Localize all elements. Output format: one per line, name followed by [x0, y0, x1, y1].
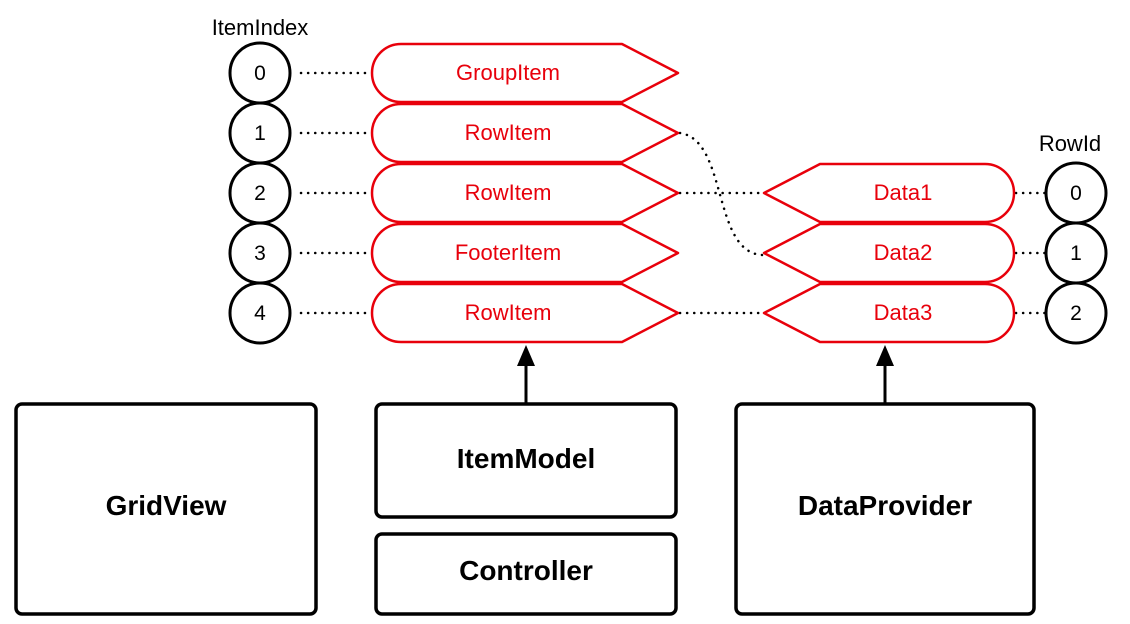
- data-tag: Data3: [762, 282, 1016, 344]
- index-connectors: [299, 71, 374, 315]
- item-index-label: 3: [254, 242, 266, 265]
- row-id-header: RowId: [1039, 131, 1101, 156]
- item-column: GroupItem RowItem RowItem FooterItem Row…: [370, 42, 680, 344]
- arrow-head-icon: [876, 345, 894, 366]
- item-index-circle: 4: [228, 281, 292, 345]
- item-data-connector: [678, 131, 764, 257]
- row-item-tag: RowItem: [370, 162, 680, 224]
- footer-item-tag: FooterItem: [370, 222, 680, 284]
- data-tag: Data1: [762, 162, 1016, 224]
- item-tag-label: GroupItem: [456, 60, 560, 85]
- item-tag-label: RowItem: [465, 180, 552, 205]
- item-index-label: 2: [254, 182, 266, 205]
- item-index-label: 0: [254, 62, 266, 85]
- grid-view-box: GridView: [14, 402, 318, 616]
- controller-label: Controller: [459, 555, 593, 586]
- item-index-circle: 3: [228, 221, 292, 285]
- row-id-circle: 1: [1044, 221, 1108, 285]
- data-tag-label: Data2: [874, 240, 933, 265]
- data-tag-label: Data1: [874, 180, 933, 205]
- grid-view-label: GridView: [106, 490, 227, 521]
- item-tag-label: FooterItem: [455, 240, 561, 265]
- item-index-circle: 0: [228, 41, 292, 105]
- item-tag-label: RowItem: [465, 120, 552, 145]
- data-provider-arrow: [876, 345, 894, 404]
- row-item-tag: RowItem: [370, 102, 680, 164]
- item-data-connectors: [678, 131, 764, 315]
- group-item-tag: GroupItem: [370, 42, 680, 104]
- item-model-label: ItemModel: [457, 443, 595, 474]
- item-index-label: 1: [254, 122, 266, 145]
- item-index-circle: 2: [228, 161, 292, 225]
- row-id-column: 0 1 2: [1044, 161, 1108, 345]
- row-id-circle: 2: [1044, 281, 1108, 345]
- row-id-circle: 0: [1044, 161, 1108, 225]
- arrow-head-icon: [517, 345, 535, 366]
- row-id-label: 0: [1070, 182, 1082, 205]
- row-id-label: 2: [1070, 302, 1082, 325]
- rowid-connectors: [1014, 191, 1047, 315]
- row-item-tag: RowItem: [370, 282, 680, 344]
- data-tag: Data2: [762, 222, 1016, 284]
- item-tag-label: RowItem: [465, 300, 552, 325]
- item-index-label: 4: [254, 302, 266, 325]
- item-index-header: ItemIndex: [212, 15, 309, 40]
- item-index-circle: 1: [228, 101, 292, 165]
- data-column: Data1 Data2 Data3: [762, 162, 1016, 344]
- item-index-column: 0 1 2 3 4: [228, 41, 292, 345]
- controller-box: Controller: [374, 532, 678, 616]
- item-model-arrow: [517, 345, 535, 404]
- data-provider-label: DataProvider: [798, 490, 972, 521]
- data-provider-box: DataProvider: [734, 402, 1036, 616]
- data-tag-label: Data3: [874, 300, 933, 325]
- item-model-box: ItemModel: [374, 402, 678, 519]
- row-id-label: 1: [1070, 242, 1082, 265]
